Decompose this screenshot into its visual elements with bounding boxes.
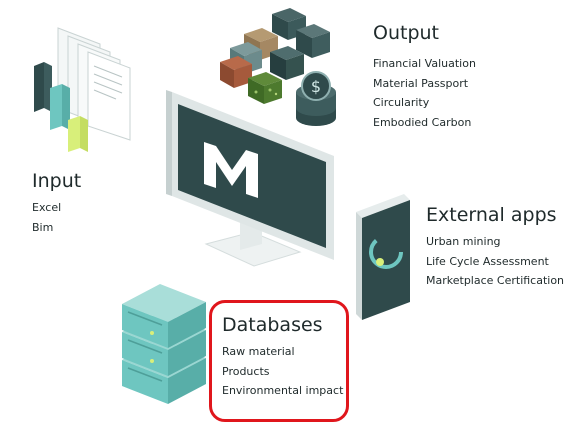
external-apps-item-marketplace-certification: Marketplace Certification (426, 274, 565, 287)
svg-text:$: $ (311, 77, 321, 96)
output-item-financial-valuation: Financial Valuation (373, 57, 476, 70)
databases-item-environmental-impact: Environmental impact (222, 384, 344, 397)
output-item-material-passport: Material Passport (373, 76, 469, 90)
output-item-circularity: Circularity (373, 96, 430, 109)
databases-section: Databases Raw material Products Environm… (222, 314, 343, 401)
external-apps-section: External apps Urban mining Life Cycle As… (426, 204, 564, 291)
output-section: Output Financial Valuation Material Pass… (373, 22, 476, 132)
output-title: Output (373, 22, 439, 44)
output-item-embodied-carbon: Embodied Carbon (373, 115, 472, 129)
external-apps-title: External apps (426, 204, 557, 226)
databases-title: Databases (222, 314, 323, 336)
input-item-bim: Bim (32, 220, 54, 234)
databases-item-raw-material: Raw material (222, 345, 295, 358)
input-title: Input (32, 170, 82, 192)
external-apps-item-urban-mining: Urban mining (426, 235, 501, 248)
databases-highlight-box (209, 300, 349, 422)
input-section: Input Excel Bim (32, 170, 81, 237)
databases-item-products: Products (222, 364, 270, 378)
input-item-excel: Excel (32, 201, 62, 214)
external-apps-item-lca: Life Cycle Assessment (426, 254, 549, 268)
